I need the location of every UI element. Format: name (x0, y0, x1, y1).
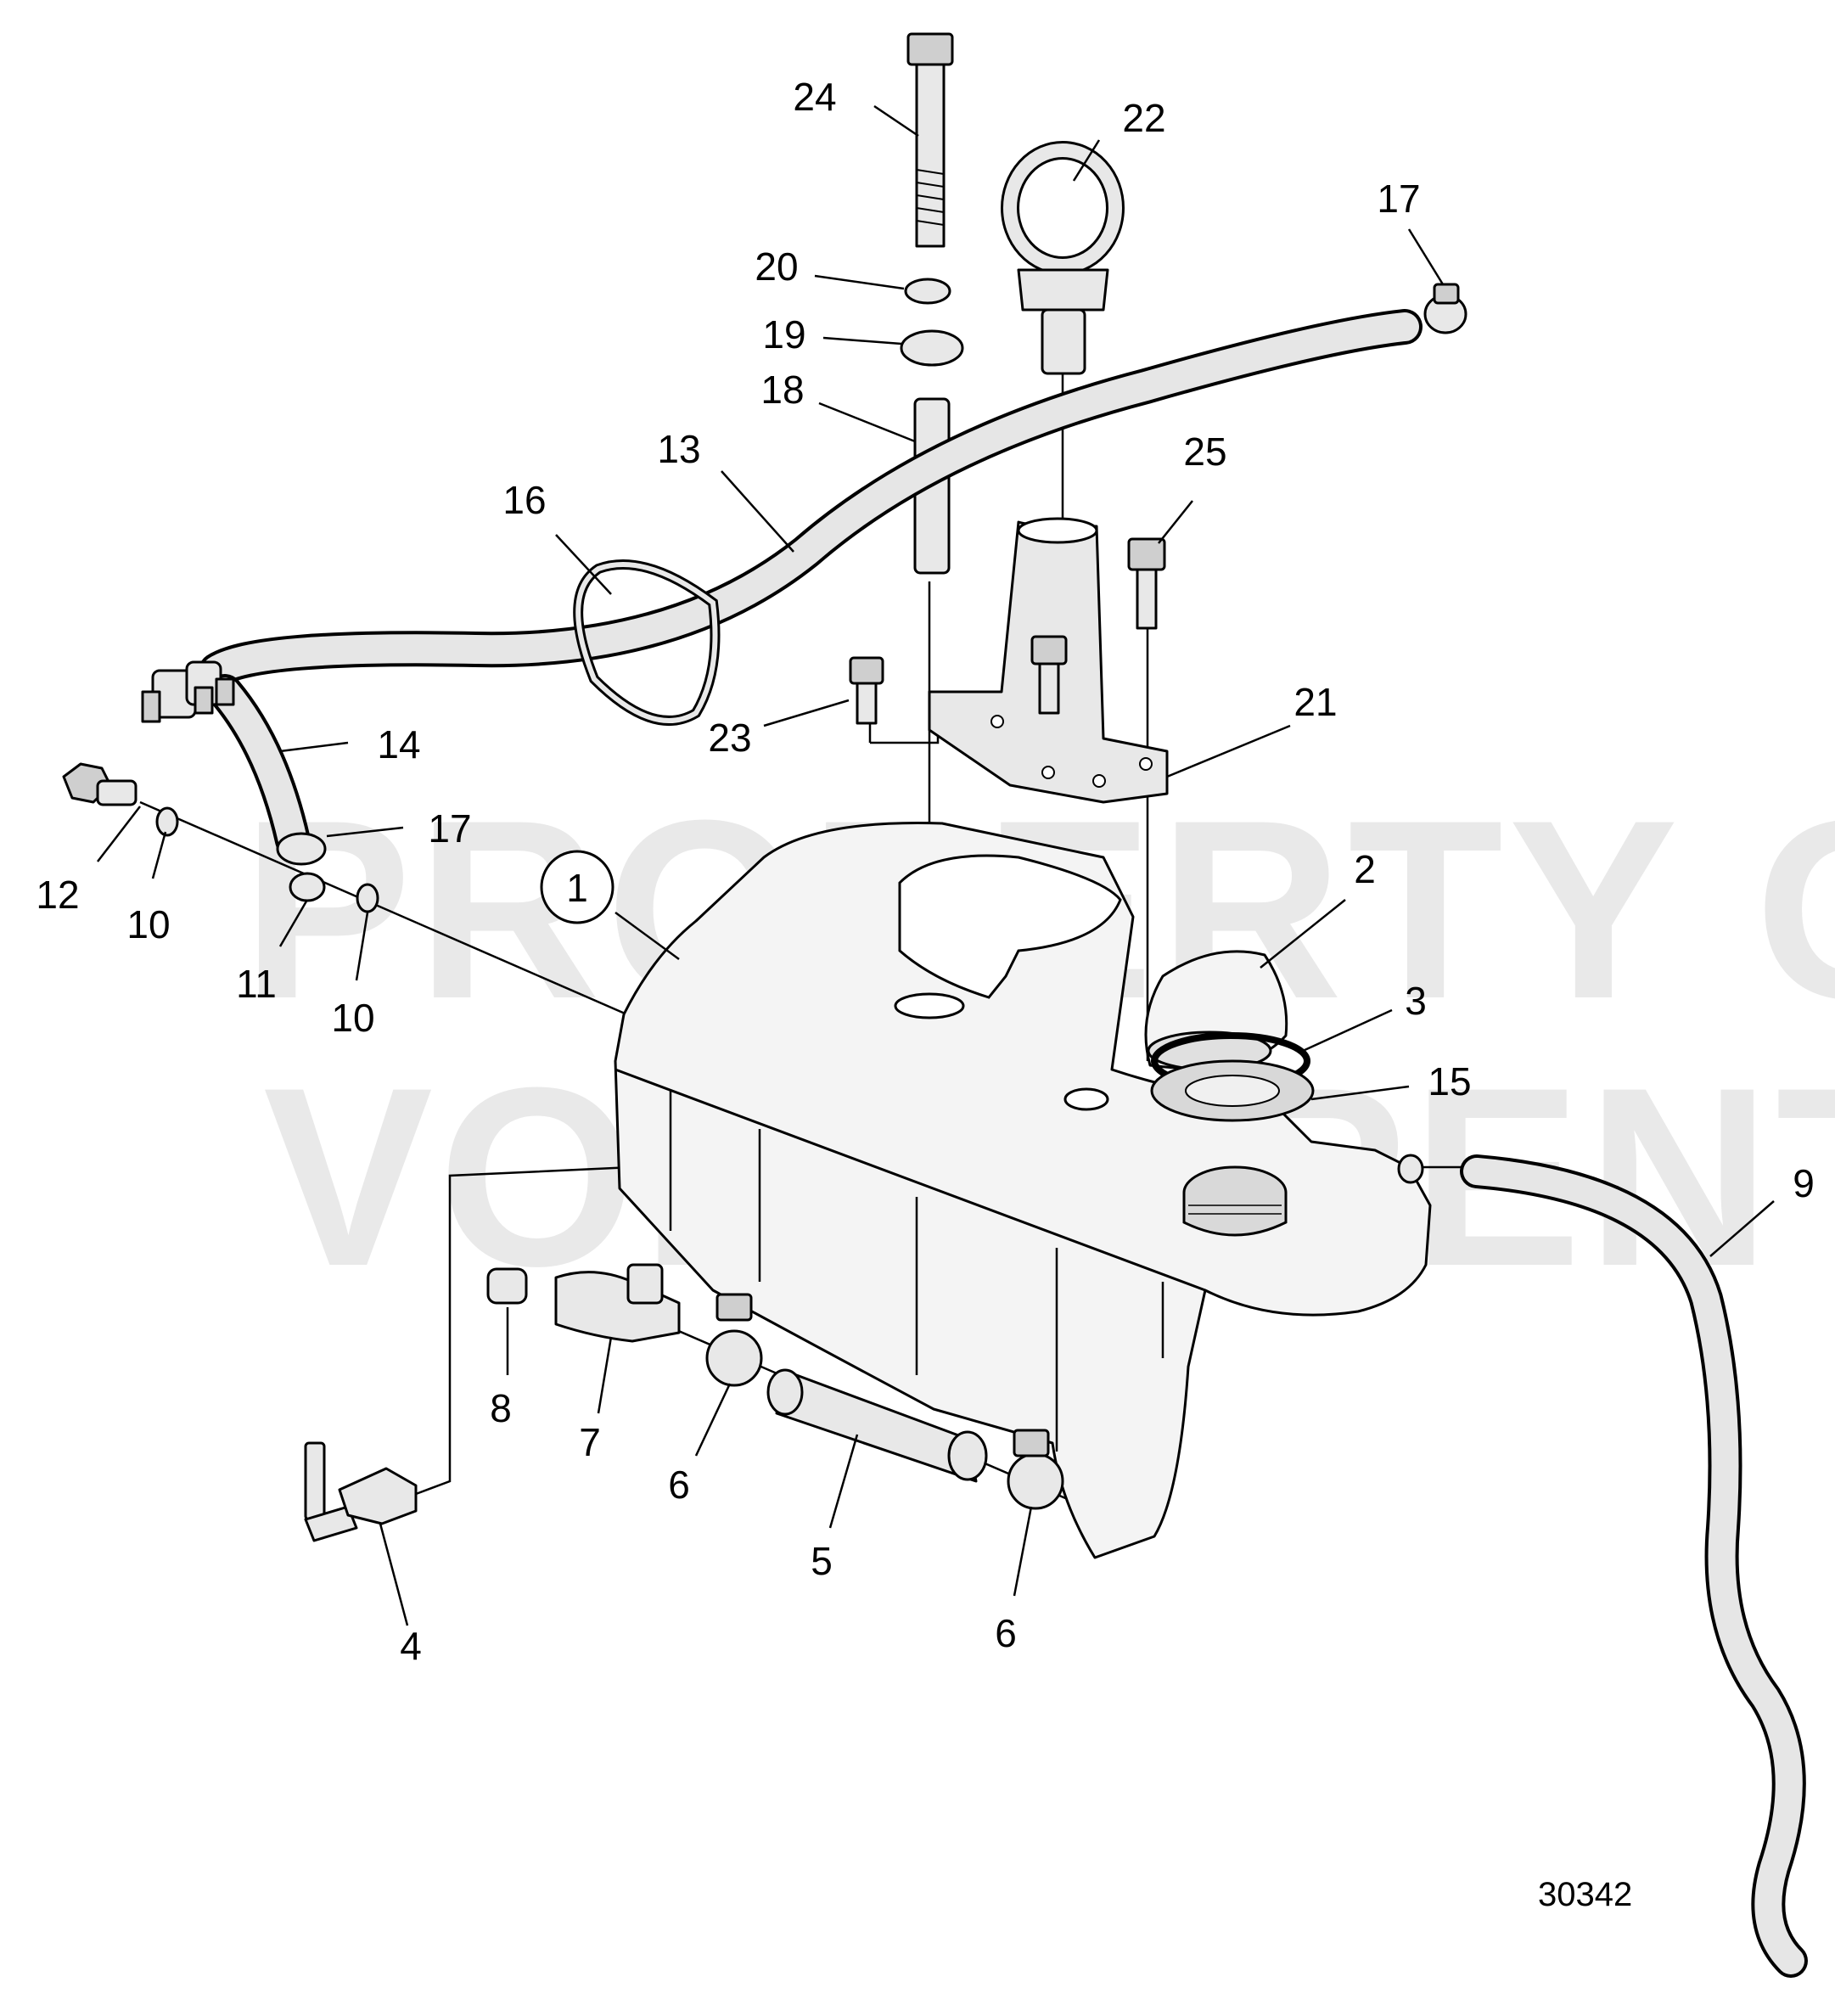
callout-10-right: 10 (331, 996, 374, 1040)
callout-9: 9 (1793, 1161, 1815, 1205)
grommet-part-19 (900, 329, 964, 367)
callout-1-circle (540, 850, 614, 924)
callout-leaders (97, 104, 1775, 1626)
hose-clamp-part-17-left (276, 832, 327, 866)
callout-24: 24 (793, 75, 836, 119)
callout-labels: 1 2 3 4 5 6 6 7 8 9 10 10 11 12 13 14 15… (36, 75, 1814, 1668)
cap-part-8 (486, 1267, 528, 1305)
callout-6-right: 6 (995, 1611, 1017, 1655)
figure-number: 30342 (1538, 1876, 1632, 1913)
callout-11: 11 (236, 962, 277, 1006)
washer-part-20 (904, 278, 951, 305)
hose-part-5 (766, 1368, 988, 1483)
callout-1: 1 (566, 866, 588, 910)
callout-6-left: 6 (668, 1463, 690, 1507)
callout-20: 20 (755, 244, 798, 289)
hose-part-13 (199, 309, 1423, 688)
callout-17-top: 17 (1377, 177, 1420, 221)
callout-19: 19 (762, 312, 805, 357)
hose-clamp-part-6-right (1007, 1429, 1064, 1510)
callout-15: 15 (1428, 1059, 1471, 1103)
callout-13: 13 (657, 427, 700, 471)
callout-10-left: 10 (126, 902, 170, 946)
hose-part-14 (207, 674, 311, 858)
level-sensor-part-4 (304, 1441, 418, 1542)
t-connector-part-7 (554, 1263, 681, 1343)
hose-clamp-part-6-left (705, 1293, 763, 1387)
decal-part-15 (1150, 1059, 1315, 1122)
bolt-part-23 (849, 656, 884, 725)
lifting-eye-part-22 (1001, 141, 1125, 375)
callout-4: 4 (400, 1624, 422, 1668)
callout-17-left: 17 (428, 806, 471, 851)
callout-25: 25 (1183, 430, 1226, 474)
hose-part-9 (1460, 1154, 1808, 1978)
callout-5: 5 (811, 1539, 833, 1583)
hose-connector-cluster (141, 660, 235, 723)
hose-clamp-part-17-top (1423, 283, 1467, 334)
expansion-tank-part-1 (614, 822, 1432, 1559)
callout-7: 7 (579, 1420, 601, 1464)
seal-washer-part-10-left (155, 806, 179, 837)
callout-3: 3 (1405, 979, 1427, 1023)
bolt-part-24 (906, 32, 954, 248)
banjo-bolt-part-12 (62, 762, 137, 806)
callout-22: 22 (1122, 96, 1165, 140)
callout-23: 23 (708, 716, 751, 760)
callout-12: 12 (36, 873, 79, 917)
callout-16: 16 (502, 478, 546, 522)
seal-washer-part-10-right (356, 883, 379, 913)
callout-2: 2 (1354, 847, 1376, 891)
banjo-fitting-part-11 (289, 872, 326, 902)
bracket-bolt (1030, 635, 1068, 715)
callout-18: 18 (760, 368, 804, 412)
callout-21: 21 (1293, 680, 1337, 724)
bolt-part-25 (1127, 537, 1166, 630)
callout-14: 14 (377, 722, 420, 767)
callout-8: 8 (490, 1386, 512, 1430)
